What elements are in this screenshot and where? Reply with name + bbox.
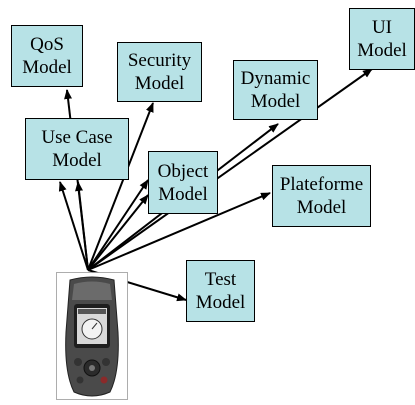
qos-model-box: QoS Model [11, 25, 83, 87]
arrow-to-ui-model [87, 68, 373, 271]
test-model-box: Test Model [186, 260, 255, 322]
arrow-to-security-model [87, 102, 154, 271]
arrow-to-object-model-2 [87, 194, 149, 271]
qos-model-label: QoS Model [22, 34, 72, 78]
arrow-to-plateforme-model [87, 192, 271, 271]
dynamic-model-box: Dynamic Model [233, 60, 318, 120]
plateforme-model-label: Plateforme Model [279, 174, 364, 218]
use-case-model-label: Use Case Model [41, 127, 113, 171]
ui-model-box: UI Model [349, 8, 415, 70]
test-model-label: Test Model [195, 269, 246, 313]
security-model-label: Security Model [127, 50, 192, 94]
plateforme-model-box: Plateforme Model [272, 165, 371, 227]
ui-model-label: UI Model [357, 17, 407, 61]
object-model-label: Object Model [157, 160, 209, 205]
arrow-to-use-case-model [58, 181, 89, 271]
arrow-to-use-case-model-2 [75, 181, 89, 271]
object-model-box: Object Model [148, 151, 218, 214]
dynamic-model-label: Dynamic Model [240, 68, 311, 112]
arrow-to-object-model [87, 179, 149, 271]
security-model-box: Security Model [117, 42, 202, 102]
use-case-model-box: Use Case Model [25, 118, 129, 180]
gps-device-icon [56, 272, 128, 400]
